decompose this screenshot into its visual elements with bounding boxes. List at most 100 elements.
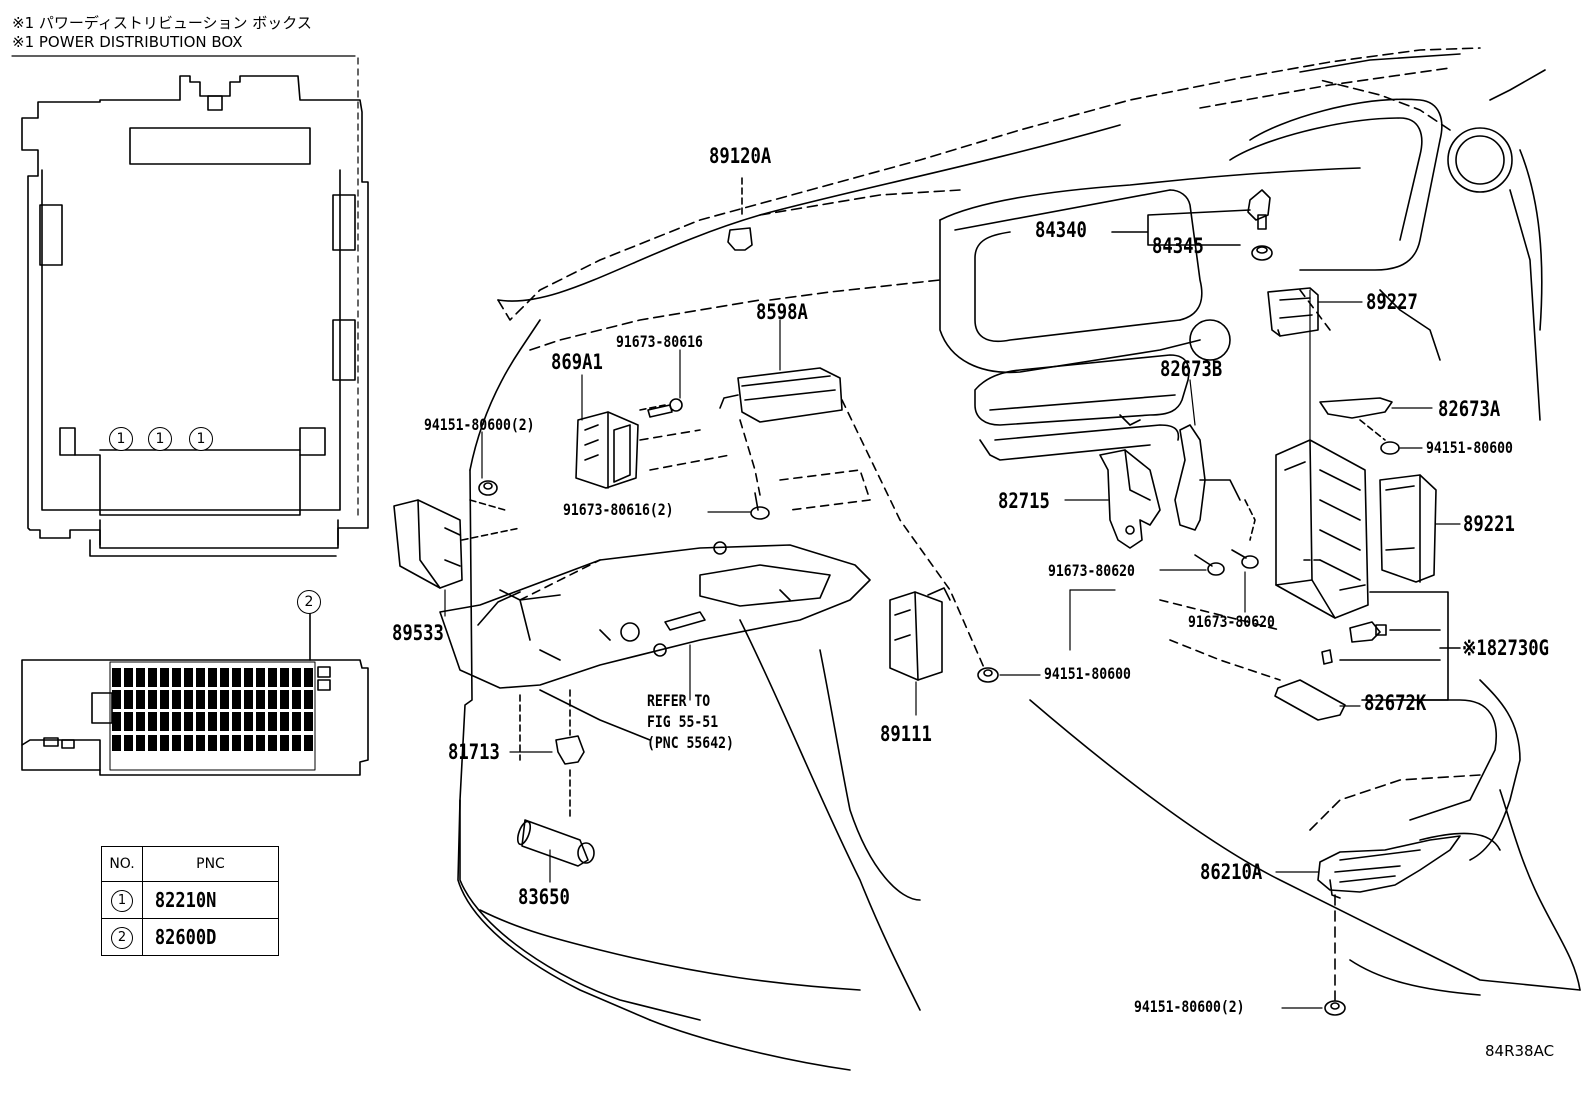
fuse-slot bbox=[244, 735, 253, 751]
fuse-slot bbox=[244, 712, 253, 731]
fuse-slot bbox=[280, 735, 289, 751]
label-84345: 84345 bbox=[1152, 234, 1204, 258]
label-refer-line3: (PNC 55642) bbox=[647, 733, 734, 752]
part-89221-icon bbox=[1379, 474, 1461, 583]
power-distribution-box-top-view bbox=[21, 57, 369, 557]
pnc-col-pnc: PNC bbox=[142, 846, 279, 882]
nut-94151-80600-b-icon bbox=[977, 667, 1041, 683]
meter-hood bbox=[939, 69, 1581, 991]
fuse-slot bbox=[112, 735, 121, 751]
pnc-row-no: 1 bbox=[111, 889, 133, 912]
fuse-slot bbox=[280, 668, 289, 687]
table-row: 2 82600D bbox=[101, 918, 279, 956]
fuse-slot bbox=[208, 668, 217, 687]
label-869A1: 869A1 bbox=[551, 350, 603, 374]
fuse-slot bbox=[232, 690, 241, 709]
marker-1-c: 1 bbox=[189, 427, 213, 451]
center-vent bbox=[974, 319, 1231, 461]
label-91673-80620-a: 91673-80620 bbox=[1048, 561, 1135, 580]
fuse-slot bbox=[304, 712, 313, 731]
fuse-slot bbox=[208, 712, 217, 731]
fuse-slot bbox=[292, 735, 301, 751]
label-86210A: 86210A bbox=[1200, 860, 1263, 884]
fuse-slot bbox=[160, 690, 169, 709]
pnc-col-no: NO. bbox=[101, 846, 143, 882]
fuse-slot bbox=[220, 735, 229, 751]
fuse-grid bbox=[112, 668, 313, 751]
fuse-slot bbox=[196, 735, 205, 751]
fuse-slot bbox=[172, 712, 181, 731]
fuse-slot bbox=[220, 690, 229, 709]
reference-code: 84R38AC bbox=[1485, 1042, 1555, 1060]
fuse-slot bbox=[160, 668, 169, 687]
fuse-slot bbox=[292, 668, 301, 687]
fuse-slot bbox=[196, 690, 205, 709]
part-86210A-icon bbox=[1275, 774, 1481, 1001]
fuse-slot bbox=[256, 735, 265, 751]
bolt-94151-80600-2-b-icon bbox=[1281, 1000, 1346, 1016]
fuse-slot bbox=[256, 712, 265, 731]
fuse-slot bbox=[304, 735, 313, 751]
fuse-slot bbox=[268, 690, 277, 709]
label-91673-80616: 91673-80616 bbox=[616, 332, 703, 351]
part-89111-icon bbox=[889, 587, 951, 716]
label-89111: 89111 bbox=[880, 722, 932, 746]
pnc-row-no: 2 bbox=[111, 926, 133, 949]
label-94151-80600-2-a: 94151-80600(2) bbox=[424, 415, 535, 434]
part-81713-icon bbox=[509, 689, 585, 765]
label-94151-80600-b: 94151-80600 bbox=[1044, 664, 1131, 683]
label-91673-80620-b: 91673-80620 bbox=[1188, 612, 1275, 631]
part-83650-icon bbox=[516, 769, 595, 883]
fuse-slot bbox=[160, 735, 169, 751]
fuse-slot bbox=[172, 690, 181, 709]
fuse-slot bbox=[256, 690, 265, 709]
fuse-slot bbox=[244, 690, 253, 709]
fuse-slot bbox=[220, 668, 229, 687]
bolt-91673-80620-b-icon bbox=[1231, 549, 1259, 613]
part-182730G-icon bbox=[1321, 591, 1461, 701]
fuse-slot bbox=[184, 735, 193, 751]
label-82673A: 82673A bbox=[1438, 397, 1501, 421]
part-82672K-block-icon bbox=[1275, 289, 1369, 619]
fuse-slot bbox=[148, 690, 157, 709]
label-84340: 84340 bbox=[1035, 218, 1087, 242]
fuse-slot bbox=[172, 735, 181, 751]
fuse-slot bbox=[196, 712, 205, 731]
label-82673B: 82673B bbox=[1160, 357, 1223, 381]
label-82715: 82715 bbox=[998, 489, 1050, 513]
fuse-slot bbox=[268, 668, 277, 687]
label-refer-line2: FIG 55-51 bbox=[647, 712, 719, 731]
fuse-slot bbox=[304, 668, 313, 687]
part-869A1-icon bbox=[575, 374, 666, 489]
part-89120A-icon bbox=[727, 177, 753, 251]
label-83650: 83650 bbox=[518, 885, 570, 909]
label-89221: 89221 bbox=[1463, 512, 1515, 536]
pnc-row-value: 82600D bbox=[154, 925, 217, 949]
fuse-slot bbox=[244, 668, 253, 687]
fuse-slot bbox=[280, 712, 289, 731]
part-84340-icon bbox=[1111, 189, 1271, 246]
fuse-slot bbox=[256, 668, 265, 687]
table-row: 1 82210N bbox=[101, 881, 279, 919]
part-82672K-cover-icon bbox=[1274, 679, 1361, 721]
lower-panel-55642 bbox=[439, 541, 871, 701]
pnc-table-header: NO. PNC bbox=[101, 846, 279, 882]
fuse-slot bbox=[172, 668, 181, 687]
marker-1-a: 1 bbox=[109, 427, 133, 451]
label-94151-80600-a: 94151-80600 bbox=[1426, 438, 1513, 457]
label-81713: 81713 bbox=[448, 740, 500, 764]
nut-94151-80600-a-icon bbox=[1380, 441, 1423, 455]
nut-94151-80600-2-icon bbox=[469, 431, 506, 511]
label-89533: 89533 bbox=[392, 621, 444, 645]
label-94151-80600-2-b: 94151-80600(2) bbox=[1134, 997, 1245, 1016]
fuse-slot bbox=[112, 712, 121, 731]
fuse-slot bbox=[268, 712, 277, 731]
part-84345-icon bbox=[1251, 245, 1273, 261]
instrument-panel-outline bbox=[457, 47, 1581, 1071]
power-distribution-box-side-view bbox=[21, 613, 369, 776]
fuse-slot bbox=[124, 690, 133, 709]
fuse-slot bbox=[136, 690, 145, 709]
fuse-slot bbox=[292, 690, 301, 709]
fuse-slot bbox=[124, 668, 133, 687]
